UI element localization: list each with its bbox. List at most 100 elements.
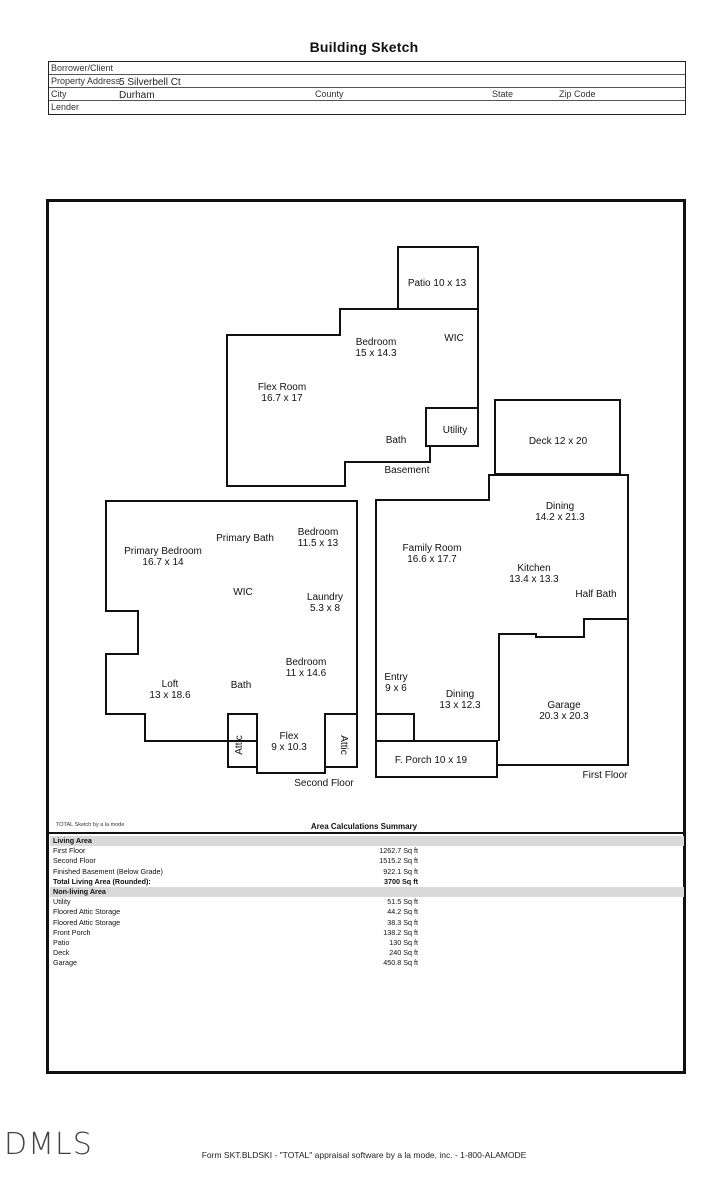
state-label: State [492, 89, 514, 99]
room-label-line: First Floor [583, 770, 629, 781]
room-label-patio: Patio 10 x 13 [408, 278, 467, 289]
room-label-line: 16.6 x 17.7 [407, 554, 457, 565]
room-label-deck: Deck 12 x 20 [529, 436, 588, 447]
city-label: City [51, 89, 67, 99]
total-living-row: Total Living Area (Rounded): 3700 Sq ft [50, 877, 684, 887]
room-label-line: Flex [280, 731, 299, 742]
room-label-line: Bedroom [298, 527, 339, 538]
area-value: 240 Sq ft [389, 948, 418, 958]
area-name: First Floor [53, 846, 86, 856]
calc-row: Patio 130 Sq ft [50, 938, 684, 948]
lender-row: Lender [49, 101, 685, 114]
room-label-line: Kitchen [517, 563, 550, 574]
area-value: 138.2 Sq ft [383, 927, 418, 937]
nonliving-area-header: Non-living Area [50, 886, 684, 898]
room-label-wic-second: WIC [233, 587, 252, 598]
room-label-primary-bath: Primary Bath [216, 533, 274, 544]
zip-label: Zip Code [559, 89, 596, 99]
room-label-front-porch: F. Porch 10 x 19 [395, 755, 468, 766]
area-name: Patio [53, 937, 70, 947]
room-label-line: 16.7 x 14 [142, 557, 184, 568]
room-label-line: Attic [338, 735, 349, 754]
area-calculations-table: Living Area First Floor 1262.7 Sq ft Sec… [50, 836, 684, 968]
room-label-line: Loft [162, 679, 179, 690]
room-label-line: Primary Bedroom [124, 546, 202, 557]
area-value: 44.2 Sq ft [387, 907, 418, 917]
city-row: City Durham County State Zip Code [49, 88, 685, 101]
room-label-line: Entry [384, 672, 407, 683]
borrower-row: Borrower/Client [49, 62, 685, 75]
room-label-line: Second Floor [294, 778, 354, 789]
room-label-line: Half Bath [575, 589, 616, 600]
address-label: Property Address [51, 76, 121, 86]
room-label-line: Patio 10 x 13 [408, 278, 467, 289]
room-label-line: WIC [444, 333, 463, 344]
entry-divider [376, 713, 415, 741]
calc-row: First Floor 1262.7 Sq ft [50, 846, 684, 856]
calc-row: Front Porch 138.2 Sq ft [50, 928, 684, 938]
room-label-second-floor-label: Second Floor [294, 778, 354, 789]
area-value: 51.5 Sq ft [387, 897, 418, 907]
room-label-utility: Utility [443, 425, 467, 436]
room-label-line: Bedroom [286, 657, 327, 668]
calc-row: Floored Attic Storage 38.3 Sq ft [50, 918, 684, 928]
area-value: 38.3 Sq ft [387, 917, 418, 927]
room-label-line: 11 x 14.6 [286, 668, 327, 679]
room-label-first-floor-label: First Floor [583, 770, 629, 781]
area-value: 130 Sq ft [389, 937, 418, 947]
address-row: Property Address 5 Silverbell Ct [49, 75, 685, 88]
room-label-line: 13.4 x 13.3 [509, 574, 559, 585]
area-name: Second Floor [53, 856, 96, 866]
calc-row: Finished Basement (Below Grade) 922.1 Sq… [50, 867, 684, 877]
room-label-line: Bath [386, 435, 407, 446]
room-label-line: Laundry [307, 592, 343, 603]
address-value: 5 Silverbell Ct [119, 77, 181, 88]
room-label-line: WIC [233, 587, 252, 598]
calc-row: Floored Attic Storage 44.2 Sq ft [50, 907, 684, 917]
room-label-line: 14.2 x 21.3 [535, 512, 585, 523]
living-area-header: Living Area [50, 836, 684, 847]
summary-title: Area Calculations Summary [310, 822, 418, 831]
room-label-line: 5.3 x 8 [310, 603, 340, 614]
room-label-line: 9 x 6 [385, 683, 407, 694]
room-label-line: 20.3 x 20.3 [539, 711, 589, 722]
area-name: Garage [53, 958, 77, 968]
sketch-frame [46, 199, 686, 1074]
calc-row: Deck 240 Sq ft [50, 948, 684, 958]
room-label-attic-right: Attic [338, 735, 349, 754]
sketch-credit: TOTAL Sketch by a la mode [56, 822, 125, 828]
room-label-line: Attic [234, 735, 245, 754]
utility-outline [425, 407, 479, 447]
room-label-line: 9 x 10.3 [271, 742, 307, 753]
room-label-line: 16.7 x 17 [261, 393, 303, 404]
room-label-attic-left: Attic [234, 735, 245, 754]
attic-right-outline [324, 713, 358, 768]
nonliving-area-header-label: Non-living Area [53, 886, 106, 896]
garage-divider [498, 618, 628, 741]
room-label-half-bath: Half Bath [575, 589, 616, 600]
total-living-value: 3700 Sq ft [384, 876, 418, 886]
area-name: Utility [53, 897, 71, 907]
room-label-line: 13 x 12.3 [439, 700, 481, 711]
room-label-line: Utility [443, 425, 467, 436]
area-name: Front Porch [53, 927, 91, 937]
room-label-line: F. Porch 10 x 19 [395, 755, 468, 766]
area-value: 1515.2 Sq ft [379, 856, 418, 866]
room-label-line: Family Room [403, 543, 462, 554]
room-label-line: Bath [231, 680, 252, 691]
property-info-table: Borrower/Client Property Address 5 Silve… [48, 61, 686, 115]
room-label-line: Bedroom [356, 337, 397, 348]
area-name: Finished Basement (Below Grade) [53, 866, 163, 876]
dmls-logo: DMLS [4, 1127, 93, 1162]
